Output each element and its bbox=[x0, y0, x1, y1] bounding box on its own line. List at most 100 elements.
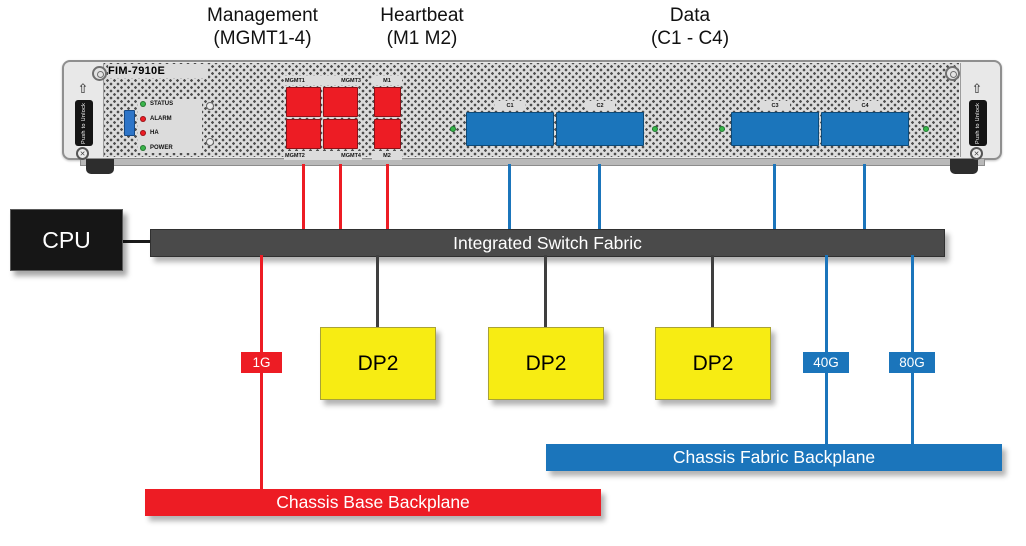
panel-bottom-lip bbox=[80, 159, 985, 166]
c4-port-label: C4 bbox=[861, 102, 869, 109]
integrated-switch-fabric-bar: Integrated Switch Fabric bbox=[150, 229, 945, 257]
dp2-label-1: DP2 bbox=[357, 351, 399, 375]
mgmt-top-label-strip: MGMT1 MGMT3 bbox=[284, 76, 362, 85]
chassis-fabric-backplane-label: Chassis Fabric Backplane bbox=[672, 447, 876, 467]
data-ports-label: Data (C1 - C4) bbox=[610, 4, 770, 50]
link-fabric-to-dp2-2 bbox=[544, 255, 547, 327]
cpu-box: CPU bbox=[10, 209, 123, 271]
c3-label-strip: C3 bbox=[760, 101, 790, 110]
thumbscrew-icon-right bbox=[945, 66, 960, 81]
panel-left-foot bbox=[86, 159, 114, 174]
power-led-row: POWER bbox=[140, 144, 202, 151]
unlock-arrow-icon-left: ⇧ bbox=[77, 82, 89, 97]
c1-port-label: C1 bbox=[506, 102, 514, 109]
model-name-label: FIM-7910E bbox=[108, 64, 208, 78]
alarm-led-label: ALARM bbox=[150, 115, 172, 122]
c2-port[interactable] bbox=[556, 112, 644, 146]
link-fabric-to-dp2-1 bbox=[376, 255, 379, 327]
c1-port[interactable] bbox=[466, 112, 554, 146]
mgmt-bottom-label-strip: MGMT2 MGMT4 bbox=[284, 151, 362, 160]
management-ports-label: Management (MGMT1-4) bbox=[180, 4, 345, 50]
dp2-label-3: DP2 bbox=[692, 351, 734, 375]
c3-port[interactable] bbox=[731, 112, 819, 146]
link-fabric-to-fabric-backplane-80g bbox=[911, 255, 914, 445]
data-ports-label-line2: (C1 - C4) bbox=[650, 28, 730, 49]
mgmt2-port[interactable] bbox=[286, 119, 321, 149]
status-led-block: STATUS ALARM HA POWER bbox=[138, 99, 202, 153]
alarm-led-icon bbox=[140, 115, 146, 122]
status-led-icon bbox=[140, 101, 146, 107]
ha-led-row: HA bbox=[140, 130, 202, 137]
chassis-fabric-backplane-bar: Chassis Fabric Backplane bbox=[546, 444, 1002, 471]
integrated-switch-fabric-label: Integrated Switch Fabric bbox=[453, 233, 642, 253]
c1-label-strip: C1 bbox=[495, 101, 525, 110]
data-ports-label-line1: Data bbox=[669, 5, 711, 26]
thumbscrew-icon-left bbox=[92, 66, 107, 81]
c3-port-label: C3 bbox=[771, 102, 779, 109]
c4-port[interactable] bbox=[821, 112, 909, 146]
usb-port[interactable] bbox=[124, 110, 135, 136]
link-cpu-to-fabric bbox=[123, 240, 150, 243]
mgmt2-port-label: MGMT2 bbox=[285, 152, 305, 159]
ha-led-label: HA bbox=[150, 130, 159, 137]
m2-label-strip: M2 bbox=[372, 151, 402, 160]
mgmt1-port[interactable] bbox=[286, 87, 321, 117]
power-led-label: POWER bbox=[150, 144, 173, 151]
link-mgmt4-to-fabric bbox=[339, 164, 342, 231]
panel-right-foot bbox=[950, 159, 978, 174]
chassis-base-backplane-bar: Chassis Base Backplane bbox=[145, 489, 601, 516]
dp2-box-1: DP2 bbox=[320, 327, 436, 400]
heartbeat-ports-label-line2: (M1 M2) bbox=[386, 28, 458, 49]
screw-icon-right: ✕ bbox=[970, 147, 983, 160]
status-led-row: STATUS bbox=[140, 101, 202, 107]
management-ports-label-line2: (MGMT1-4) bbox=[213, 28, 312, 49]
port-status-led-2 bbox=[652, 126, 658, 132]
link-c2-to-fabric bbox=[598, 164, 601, 231]
pinhole-button-icon-top[interactable] bbox=[206, 102, 214, 110]
mgmt3-port-label: MGMT3 bbox=[341, 77, 361, 84]
heartbeat-ports-label: Heartbeat (M1 M2) bbox=[347, 4, 497, 50]
link-speed-tag-80g: 80G bbox=[889, 352, 935, 373]
c4-label-strip: C4 bbox=[850, 101, 880, 110]
unlock-arrow-icon-right: ⇧ bbox=[971, 82, 983, 97]
link-speed-tag-40g: 40G bbox=[803, 352, 849, 373]
link-c3-to-fabric bbox=[773, 164, 776, 231]
link-c1-to-fabric bbox=[508, 164, 511, 231]
power-led-icon bbox=[140, 144, 146, 151]
mgmt4-port-label: MGMT4 bbox=[341, 152, 361, 159]
m2-port[interactable] bbox=[374, 119, 401, 149]
pinhole-button-icon-bottom[interactable] bbox=[206, 138, 214, 146]
dp2-box-3: DP2 bbox=[655, 327, 771, 400]
dp2-label-2: DP2 bbox=[525, 351, 567, 375]
c2-port-label: C2 bbox=[596, 102, 604, 109]
panel-left-divider bbox=[103, 63, 104, 157]
heartbeat-ports-label-line1: Heartbeat bbox=[380, 5, 464, 26]
dp2-box-2: DP2 bbox=[488, 327, 604, 400]
link-fabric-to-fabric-backplane-40g bbox=[825, 255, 828, 445]
alarm-led-row: ALARM bbox=[140, 115, 202, 122]
management-ports-label-line1: Management bbox=[207, 5, 318, 26]
c2-label-strip: C2 bbox=[585, 101, 615, 110]
port-status-led-1 bbox=[450, 126, 456, 132]
screw-icon-left: ✕ bbox=[76, 147, 89, 160]
m1-label-strip: M1 bbox=[372, 76, 402, 85]
link-speed-tag-1g: 1G bbox=[241, 352, 282, 373]
push-to-unlock-handle-right[interactable]: Push to Unlock bbox=[969, 100, 987, 146]
m1-port-label: M1 bbox=[383, 77, 391, 84]
chassis-base-backplane-label: Chassis Base Backplane bbox=[276, 492, 470, 512]
ha-led-icon bbox=[140, 130, 146, 137]
port-status-led-4 bbox=[923, 126, 929, 132]
cpu-label: CPU bbox=[42, 226, 91, 253]
link-c4-to-fabric bbox=[863, 164, 866, 231]
link-m2-to-fabric bbox=[386, 164, 389, 231]
m1-port[interactable] bbox=[374, 87, 401, 117]
link-fabric-to-dp2-3 bbox=[711, 255, 714, 327]
status-led-label: STATUS bbox=[150, 101, 174, 107]
m2-port-label: M2 bbox=[383, 152, 391, 159]
mgmt4-port[interactable] bbox=[323, 119, 358, 149]
mgmt3-port[interactable] bbox=[323, 87, 358, 117]
link-mgmt2-to-fabric bbox=[302, 164, 305, 231]
push-to-unlock-handle-left[interactable]: Push to Unlock bbox=[75, 100, 93, 146]
port-status-led-3 bbox=[719, 126, 725, 132]
